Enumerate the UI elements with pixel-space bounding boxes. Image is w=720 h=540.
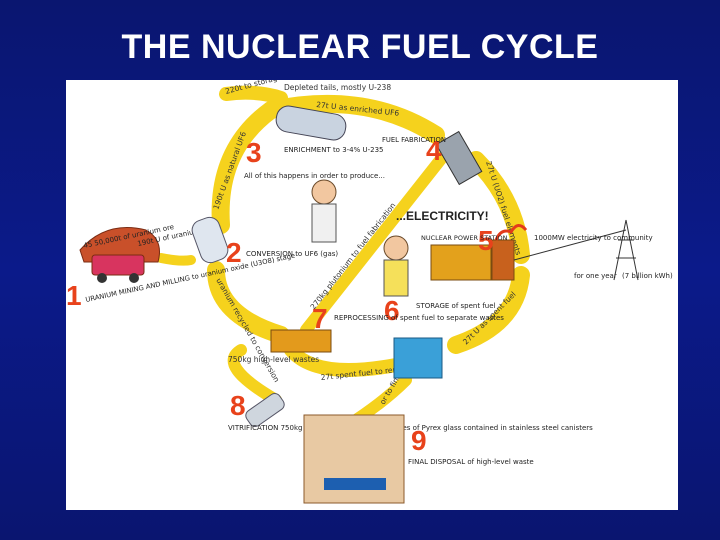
stage-6-label: STORAGE of spent fuel (416, 302, 496, 310)
conversion-cylinder-icon (191, 216, 229, 264)
arrow-plutonium (300, 134, 462, 336)
canister-icon (245, 393, 285, 427)
stage-6-number: 6 (384, 295, 400, 326)
slide-title: THE NUCLEAR FUEL CYCLE (121, 28, 599, 66)
power-line (513, 229, 627, 261)
stage-1-number: 1 (66, 280, 82, 311)
steam-icon (494, 224, 528, 241)
engineer-figure: ...ELECTRICITY! (383, 209, 489, 297)
stage-5-power-station: 5 NUCLEAR POWER STATION 1000MW electrici… (421, 219, 673, 281)
stage-9-label: FINAL DISPOSAL of high-level waste (408, 458, 534, 466)
label-note: All of this happens in order to produce.… (244, 172, 385, 180)
label-per-year: for one year (574, 272, 617, 280)
pylon-icon (613, 219, 639, 281)
stage-2-number: 2 (226, 237, 242, 268)
cooling-tower-icon (491, 239, 515, 281)
stage-9-disposal: 9 FINAL DISPOSAL of high-level waste (303, 414, 534, 504)
truck-wheel-icon (129, 273, 139, 283)
stage-4-fabrication: 4 FUEL FABRICATION (382, 130, 483, 186)
arrow-to-reprocessing (284, 343, 403, 377)
ore-truck-icon (91, 254, 145, 276)
arrow-spent (447, 266, 530, 354)
arrow-uo2 (467, 151, 530, 264)
enrichment-cylinder-icon (275, 105, 347, 141)
engineer-head-icon (383, 235, 409, 261)
stage-5-label: NUCLEAR POWER STATION (421, 234, 508, 242)
cycle-arrows (156, 85, 530, 426)
engineer-body-icon (383, 259, 409, 297)
stage-2-label: CONVERSION to UF6 (gas) (246, 250, 338, 258)
ore-pile-icon (79, 227, 160, 263)
stage-9-number: 9 (411, 425, 427, 456)
stage-1-mining: 45 50,000t of uranium ore 190t U of uran… (66, 222, 296, 311)
stage-4-label: FUEL FABRICATION (382, 136, 446, 144)
arrow-natural (211, 101, 280, 234)
scientist-body-icon (311, 203, 337, 243)
scientist-figure: All of this happens in order to produce.… (244, 172, 385, 243)
power-station-icon (430, 244, 492, 281)
label-kwh: (7 billion kWh) (622, 272, 673, 280)
fuel-cycle-diagram: Depleted tails, mostly U-238 220t to sto… (66, 80, 678, 510)
stage-2-conversion: 2 CONVERSION to UF6 (gas) (191, 216, 338, 268)
arrow-hlw (227, 344, 282, 406)
scientist-head-icon (311, 179, 337, 205)
stage-7-reprocessing: 7 REPROCESSING of spent fuel to separate… (270, 303, 504, 353)
stage-3-enrichment: 3 ENRICHMENT to 3-4% U-235 (246, 105, 384, 168)
label-hlw: 750kg high-level wastes (228, 355, 319, 364)
stage-8-vitrification: 8 VITRIFICATION 750kg high-level waste i… (228, 390, 593, 432)
truck-wheel-icon (97, 273, 107, 283)
arrow-recycled (207, 261, 290, 344)
stage-7-number: 7 (312, 303, 328, 334)
electricity-callout: ...ELECTRICITY! (396, 209, 489, 223)
stage-7-label: REPROCESSING of spent fuel to separate w… (334, 314, 504, 322)
arrow-depleted (219, 85, 288, 105)
fuel-assembly-icon (435, 130, 483, 186)
stage-3-label: ENRICHMENT to 3-4% U-235 (284, 146, 384, 154)
stage-8-label: VITRIFICATION 750kg high-level waste int… (228, 424, 593, 432)
storage-pond-icon (393, 337, 443, 379)
stage-5-number: 5 (478, 225, 494, 256)
stage-8-number: 8 (230, 390, 246, 421)
arrow-from-mine (156, 253, 196, 266)
stage-4-number: 4 (426, 135, 442, 166)
diagram-canvas: Depleted tails, mostly U-238 220t to sto… (66, 80, 673, 504)
stage-6-storage: 6 STORAGE of spent fuel (384, 295, 496, 379)
label-depleted: Depleted tails, mostly U-238 (284, 83, 391, 92)
disposal-vault-icon (324, 478, 386, 490)
reprocessing-plant-icon (270, 329, 332, 353)
stage-3-number: 3 (246, 137, 262, 168)
label-output: 1000MW electricity to community (534, 234, 653, 242)
